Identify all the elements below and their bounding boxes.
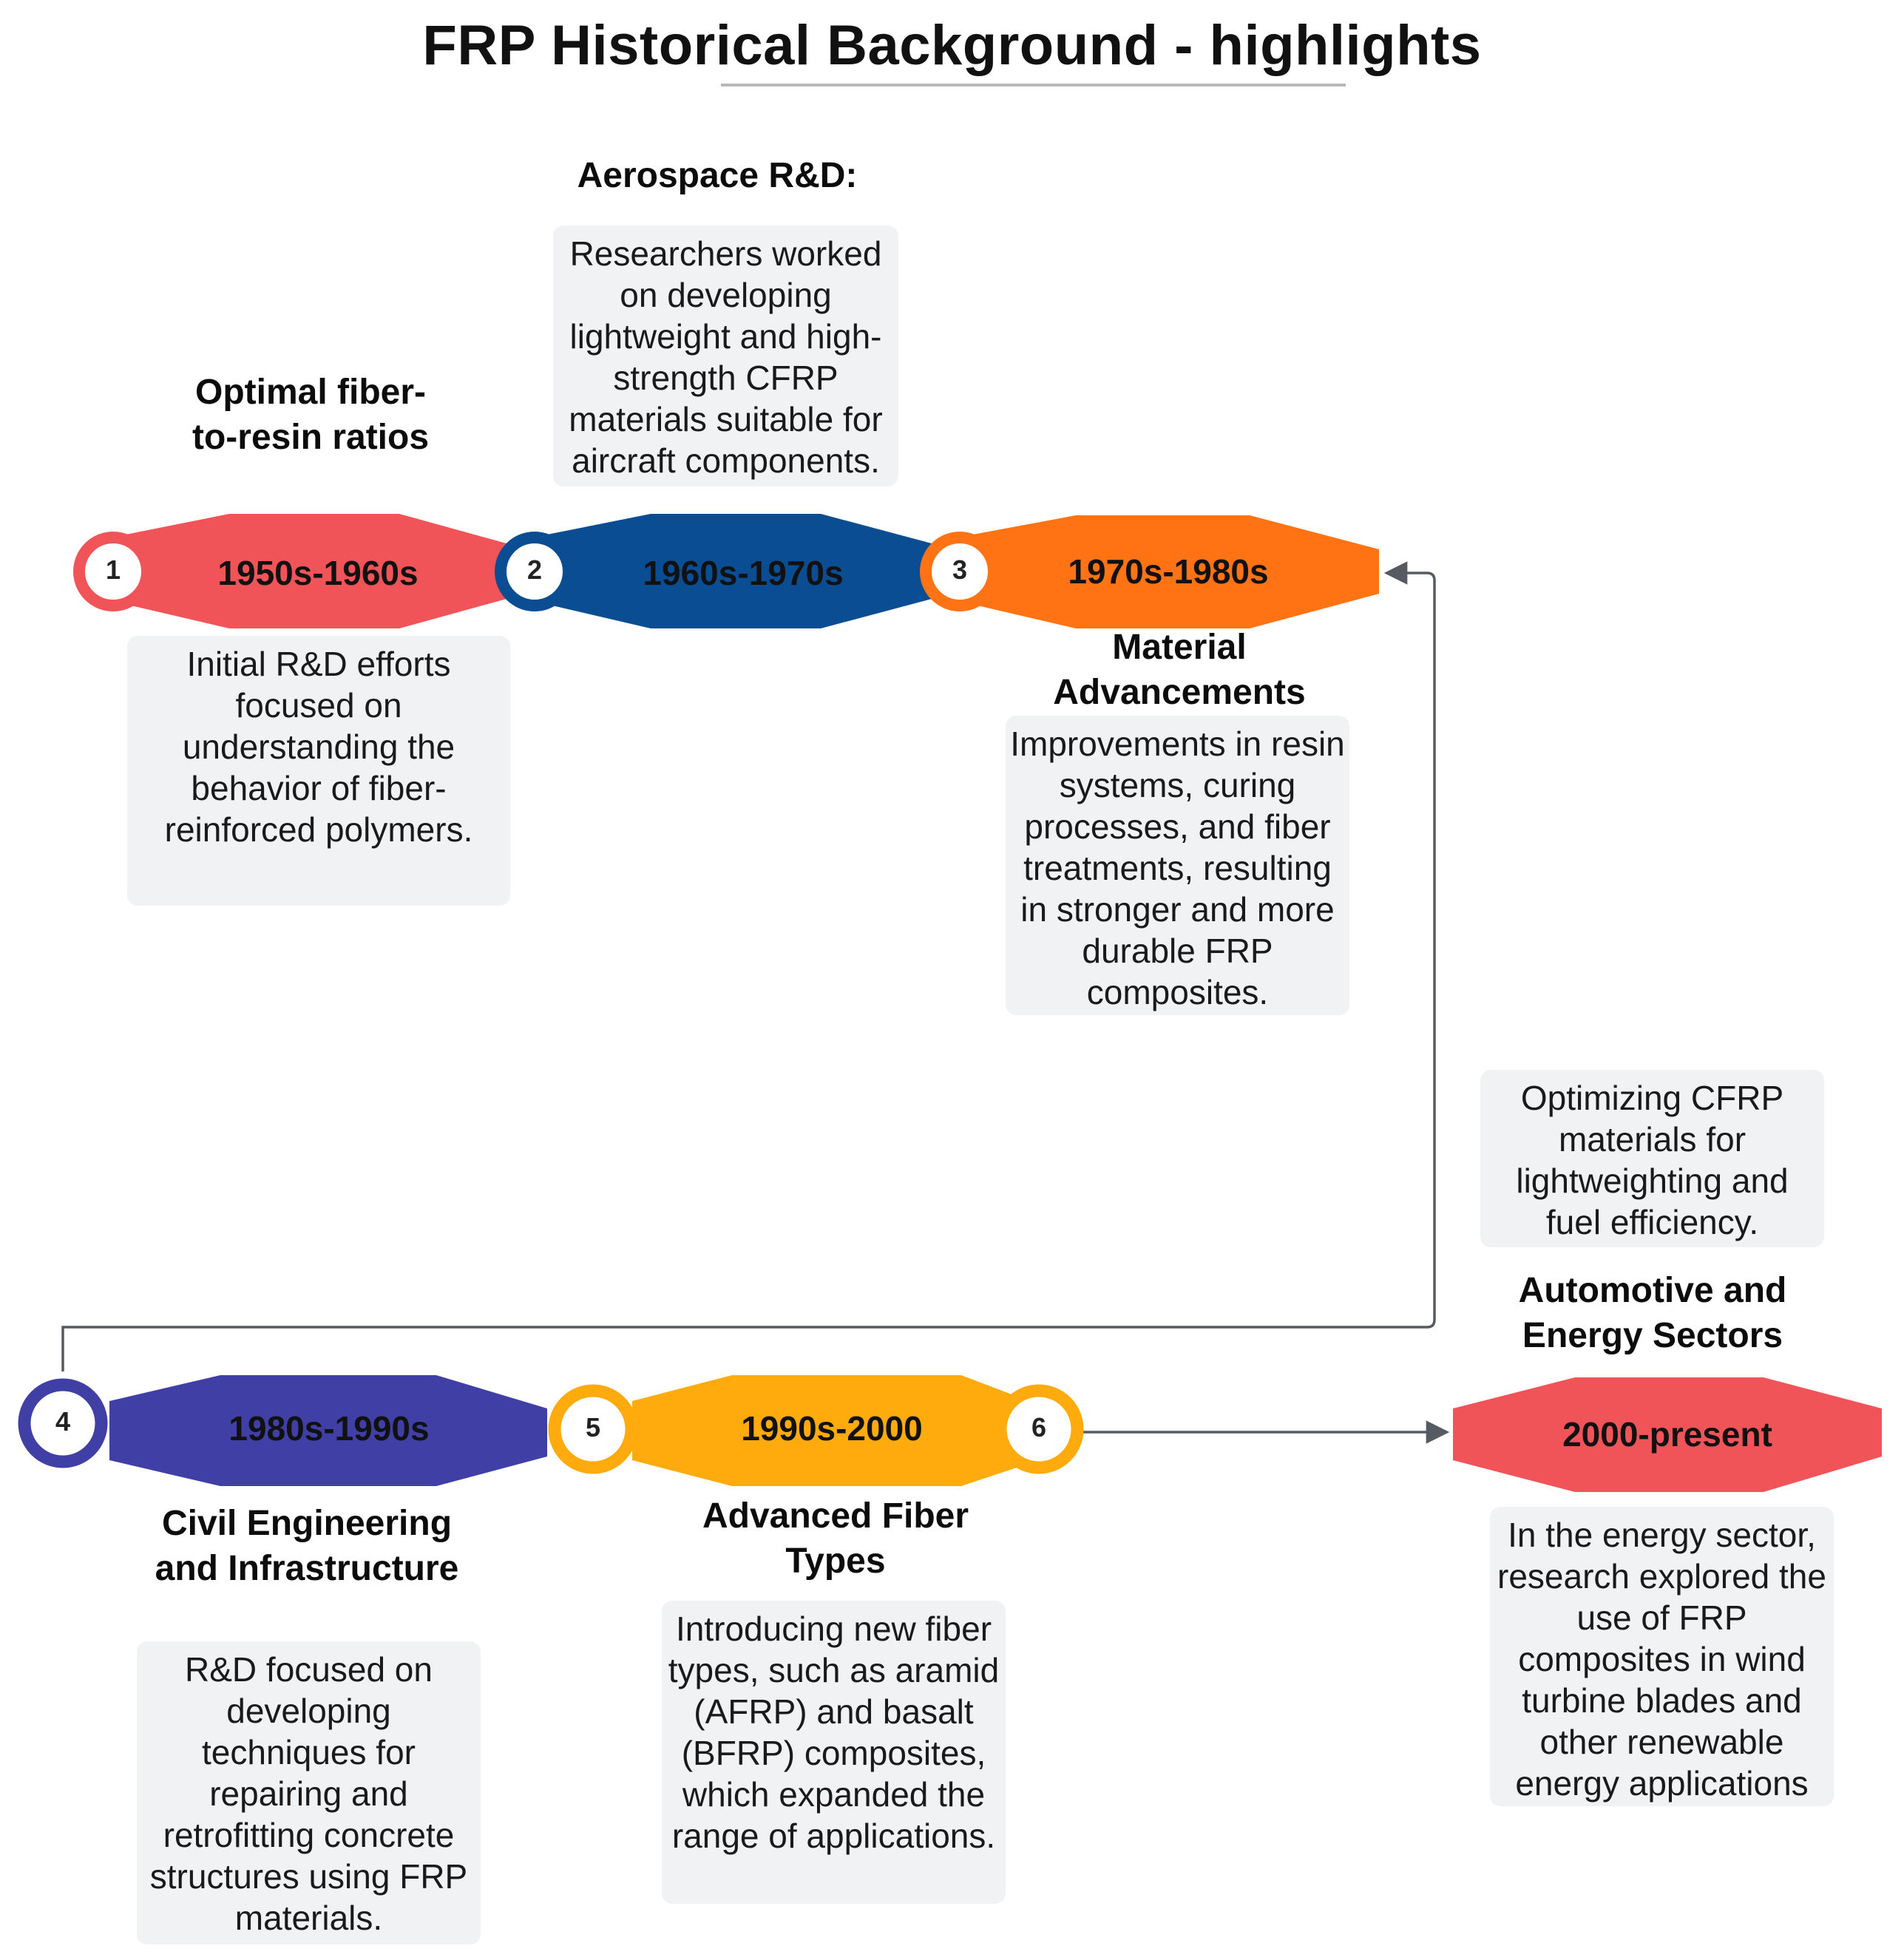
era-4-number: 4 xyxy=(55,1406,71,1437)
era-6-number: 6 xyxy=(1031,1412,1047,1442)
era-3-heading: Material Advancements xyxy=(1053,628,1306,712)
era-3-number-circle xyxy=(920,532,1000,611)
era-5-description: Introducing new fiber types, such as ara… xyxy=(662,1601,1006,1904)
era-1-number-circle xyxy=(73,532,153,611)
connector-arrow-3-to-4 xyxy=(61,561,1436,1371)
era-5-hexagon xyxy=(632,1375,1039,1486)
page-title: FRP Historical Background - highlights xyxy=(422,14,1482,77)
era-5-period: 1990s-2000 xyxy=(741,1409,923,1448)
era-4-period: 1980s-1990s xyxy=(228,1409,430,1448)
era-5-heading: Advanced Fiber Types xyxy=(702,1496,969,1581)
title-underline xyxy=(721,84,1346,87)
era-4-description: R&D focused on developing techniques for… xyxy=(137,1641,481,1944)
era-1-heading: Optimal fiber-to-resin ratios xyxy=(192,373,430,457)
era-6-number-circle xyxy=(994,1384,1084,1474)
era-1-period: 1950s-1960s xyxy=(217,554,419,592)
era-4-number-circle xyxy=(18,1378,108,1468)
era-5-number-circle xyxy=(548,1384,638,1474)
era-3-period: 1970s-1980s xyxy=(1068,552,1269,591)
era-4-hexagon xyxy=(109,1375,547,1486)
era-6-top-description: Optimizing CFRP materials for lightweigh… xyxy=(1480,1070,1824,1247)
era-2-number: 2 xyxy=(526,555,543,585)
era-2-description: Researchers worked on developing lightwe… xyxy=(553,225,898,486)
era-2-hexagon xyxy=(540,514,932,628)
era-5-number: 5 xyxy=(585,1412,601,1442)
era-3-number: 3 xyxy=(952,555,968,585)
era-2-number-circle xyxy=(495,532,575,611)
era-6-heading: Automotive and Energy Sectors xyxy=(1518,1271,1787,1355)
era-4-heading: Civil Engineering and Infrastructure xyxy=(155,1504,459,1588)
era-1-number: 1 xyxy=(105,555,121,585)
era-1-hexagon xyxy=(118,514,507,628)
era-3-hexagon xyxy=(965,515,1379,628)
era-2-heading: Aerospace R&D: xyxy=(577,156,858,195)
era-6-hexagon xyxy=(1453,1377,1882,1492)
era-1-description: Initial R&D efforts focused on understan… xyxy=(127,636,510,906)
era-3-description: Improvements in resin systems, curing pr… xyxy=(1006,716,1349,1015)
era-6-description: In the energy sector, research explored … xyxy=(1490,1507,1834,1806)
era-6-period: 2000-present xyxy=(1562,1415,1772,1454)
era-2-period: 1960s-1970s xyxy=(643,554,844,592)
